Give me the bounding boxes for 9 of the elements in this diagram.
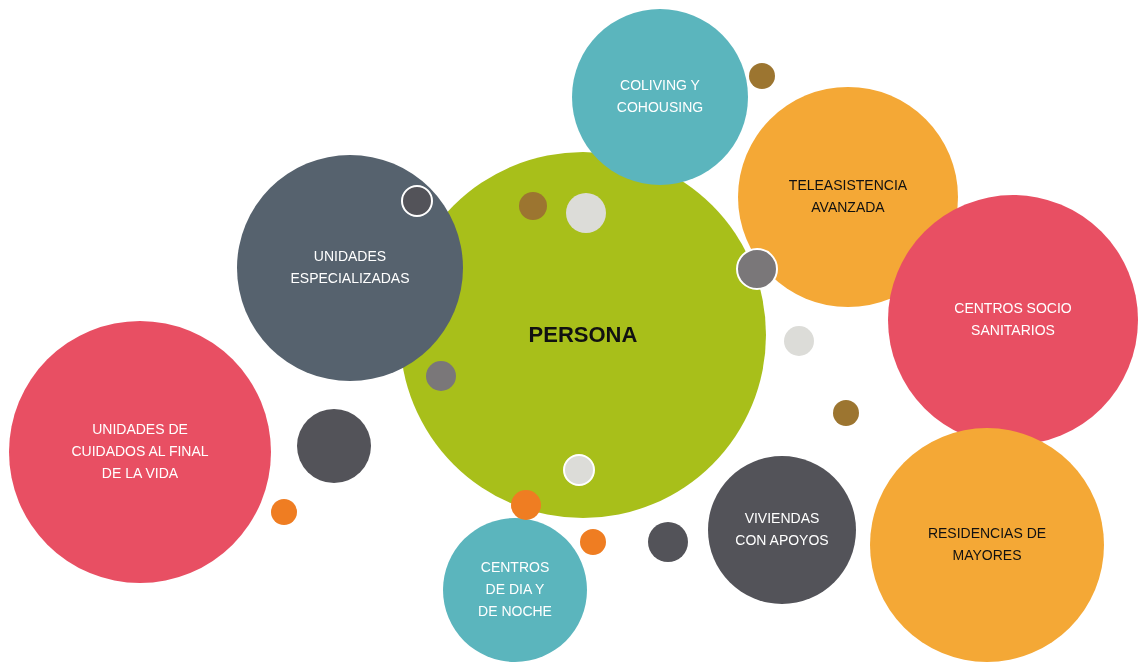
circle-label: VIVIENDAS CON APOYOS xyxy=(734,509,830,550)
circle-label: RESIDENCIAS DE MAYORES xyxy=(927,524,1047,565)
circle-label: CENTROS DE DIA Y DE NOCHE xyxy=(477,558,553,621)
circle-label: COLIVING Y COHOUSING xyxy=(615,76,705,117)
circle-label: UNIDADES ESPECIALIZADAS xyxy=(289,247,411,288)
circle-label: PERSONA xyxy=(528,320,638,349)
circle-label: CENTROS SOCIO SANITARIOS xyxy=(953,299,1073,340)
circle-label: UNIDADES DE CUIDADOS AL FINAL DE LA VIDA xyxy=(70,420,210,483)
circle-label: TELEASISTENCIA AVANZADA xyxy=(787,176,909,217)
